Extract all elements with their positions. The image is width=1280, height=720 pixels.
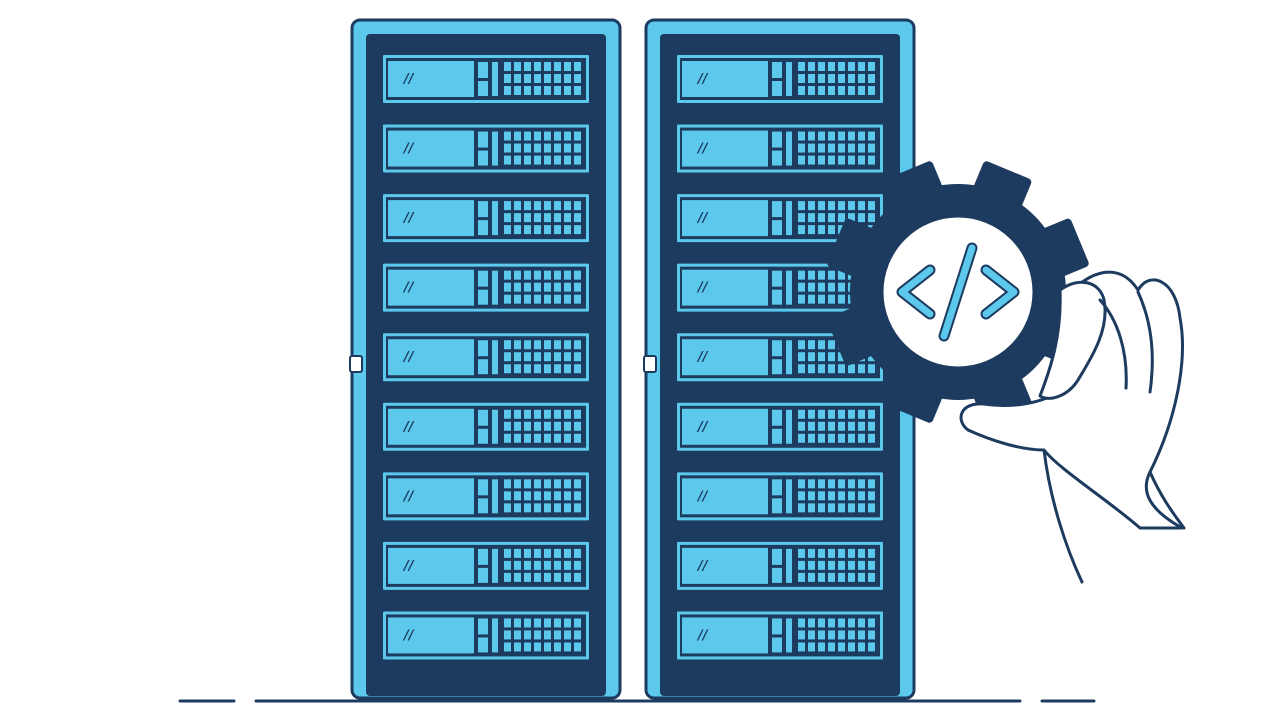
server-unit-mark: //: [696, 420, 709, 435]
server-unit-mark: //: [402, 142, 415, 157]
server-unit: //: [675, 192, 885, 245]
server-unit-mark: //: [696, 628, 709, 643]
code-symbol-icon: [896, 242, 1020, 342]
server-unit-mark: //: [402, 489, 415, 504]
right-server-rack: // // // // // // // // //: [643, 18, 916, 700]
server-unit-mark: //: [402, 628, 415, 643]
server-unit: //: [675, 400, 885, 453]
server-unit-mark: //: [402, 420, 415, 435]
rack-handle: [349, 355, 363, 373]
server-unit: //: [381, 192, 591, 245]
server-unit: //: [675, 122, 885, 175]
server-unit-mark: //: [402, 72, 415, 87]
server-unit-mark: //: [696, 350, 709, 365]
server-unit: //: [675, 261, 885, 314]
server-unit-mark: //: [402, 559, 415, 574]
server-unit-mark: //: [696, 72, 709, 87]
server-unit: //: [381, 331, 591, 384]
rack-handle: [643, 355, 657, 373]
server-unit: //: [381, 122, 591, 175]
server-unit-mark: //: [696, 211, 709, 226]
left-server-rack: // // // // // // // // //: [349, 18, 622, 700]
server-unit: //: [381, 539, 591, 592]
server-unit: //: [381, 470, 591, 523]
server-unit: //: [675, 539, 885, 592]
server-unit-mark: //: [696, 559, 709, 574]
server-unit: //: [381, 53, 591, 105]
server-unit-mark: //: [696, 489, 709, 504]
server-unit: //: [381, 400, 591, 453]
server-unit-mark: //: [696, 142, 709, 157]
server-unit: //: [675, 609, 885, 662]
server-unit: //: [381, 261, 591, 314]
server-unit-mark: //: [402, 350, 415, 365]
server-unit: //: [675, 470, 885, 523]
server-unit: //: [381, 609, 591, 662]
server-unit-mark: //: [696, 281, 709, 296]
server-unit-mark: //: [402, 281, 415, 296]
hand-outline-icon: [959, 270, 1186, 584]
server-unit-mark: //: [402, 211, 415, 226]
server-unit: //: [675, 53, 885, 105]
